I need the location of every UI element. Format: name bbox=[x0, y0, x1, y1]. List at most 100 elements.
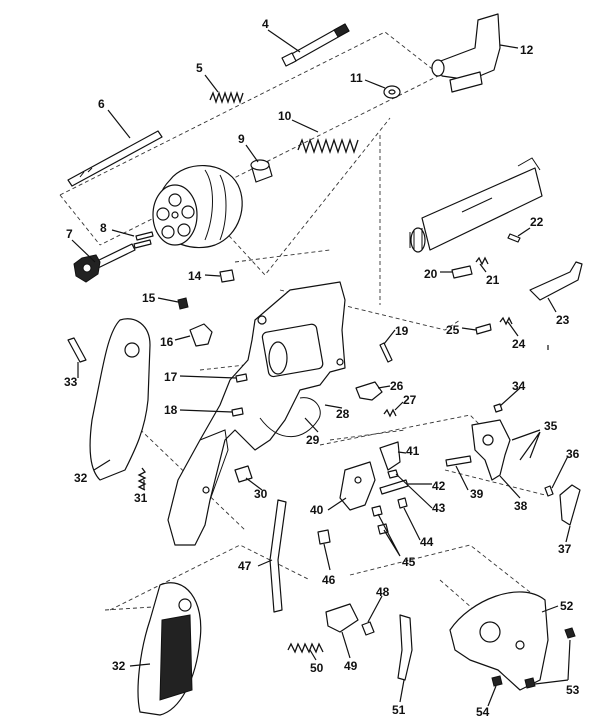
spring-10-part bbox=[297, 137, 359, 155]
label-part-4: 4 bbox=[262, 17, 269, 31]
label-part-39: 39 bbox=[470, 487, 484, 501]
label-part-14: 14 bbox=[188, 269, 202, 283]
label-part-23: 23 bbox=[556, 313, 570, 327]
screw-53b-part bbox=[524, 677, 536, 689]
plunger-25-part bbox=[475, 323, 492, 335]
plunger-20-part bbox=[451, 265, 473, 279]
label-part-52: 52 bbox=[560, 599, 574, 613]
label-part-43: 43 bbox=[432, 501, 446, 515]
label-part-16: 16 bbox=[160, 335, 174, 349]
label-part-42: 42 bbox=[432, 479, 446, 493]
screw-14-part bbox=[219, 269, 235, 283]
label-part-35: 35 bbox=[544, 419, 558, 433]
label-part-8: 8 bbox=[100, 221, 107, 235]
mainspring-47-part bbox=[269, 499, 287, 613]
collar-11-part bbox=[383, 85, 401, 99]
label-part-28: 28 bbox=[336, 407, 350, 421]
label-part-46: 46 bbox=[322, 573, 336, 587]
side-plate-52-part bbox=[449, 591, 549, 691]
label-part-12: 12 bbox=[520, 43, 534, 57]
pin-45a-part bbox=[371, 505, 383, 517]
part-26-part bbox=[355, 381, 383, 401]
extractor-part bbox=[73, 243, 136, 283]
cylinder-part bbox=[152, 165, 243, 249]
pin-19-part bbox=[379, 342, 393, 363]
ejector-rod-part bbox=[281, 23, 350, 67]
label-part-53: 53 bbox=[566, 683, 580, 697]
pin-44-part bbox=[397, 497, 408, 509]
label-part-24: 24 bbox=[512, 337, 526, 351]
part-46-part bbox=[317, 529, 331, 545]
label-part-41: 41 bbox=[406, 444, 420, 458]
label-part-7: 7 bbox=[66, 227, 73, 241]
part-number-labels: 4 5 6 7 8 9 10 11 12 14 15 16 17 18 19 2… bbox=[64, 17, 580, 719]
label-part-40: 40 bbox=[310, 503, 324, 517]
screw-39-part bbox=[445, 455, 472, 467]
pin-18-part bbox=[231, 407, 244, 417]
pin-17-part bbox=[235, 373, 248, 383]
grip-32-upper-part bbox=[89, 318, 151, 481]
yoke-part bbox=[431, 13, 501, 93]
label-part-20: 20 bbox=[424, 267, 438, 281]
label-part-38: 38 bbox=[514, 499, 528, 513]
spring-24-part bbox=[499, 316, 513, 326]
part-49-part bbox=[325, 603, 359, 633]
spring-31-part bbox=[137, 467, 147, 491]
label-part-34: 34 bbox=[512, 379, 526, 393]
label-part-32-upper: 32 bbox=[74, 471, 88, 485]
spring-21-part bbox=[475, 256, 489, 266]
part-41-part bbox=[379, 441, 401, 471]
part-51-part bbox=[397, 614, 413, 681]
label-part-26: 26 bbox=[390, 379, 404, 393]
label-part-47: 47 bbox=[238, 559, 252, 573]
latch-23-part bbox=[529, 261, 583, 301]
label-part-21: 21 bbox=[486, 273, 500, 287]
label-part-15: 15 bbox=[142, 291, 156, 305]
parts-artwork bbox=[67, 13, 583, 716]
spring-50-part bbox=[287, 642, 324, 654]
label-part-44: 44 bbox=[420, 535, 434, 549]
label-part-22: 22 bbox=[530, 215, 544, 229]
label-part-45: 45 bbox=[402, 555, 416, 569]
pin-48-part bbox=[361, 621, 375, 636]
label-part-49: 49 bbox=[344, 659, 358, 673]
frame-part bbox=[167, 281, 346, 546]
leader-lines bbox=[71, 29, 571, 707]
label-part-54: 54 bbox=[476, 705, 490, 719]
label-part-10: 10 bbox=[278, 109, 292, 123]
grip-32-lower-part bbox=[137, 582, 202, 716]
screw-30-part bbox=[234, 465, 253, 483]
hammer-38-part bbox=[471, 419, 511, 481]
label-part-30: 30 bbox=[254, 487, 268, 501]
barrel-part bbox=[409, 157, 543, 253]
label-part-9: 9 bbox=[238, 132, 245, 146]
label-part-37: 37 bbox=[558, 542, 572, 556]
label-part-36: 36 bbox=[566, 447, 580, 461]
label-part-6: 6 bbox=[98, 97, 105, 111]
bolt-16-part bbox=[189, 323, 213, 347]
center-pin-part bbox=[67, 130, 163, 187]
screw-33-part bbox=[67, 337, 87, 363]
label-part-51: 51 bbox=[392, 703, 406, 717]
label-part-18: 18 bbox=[164, 403, 178, 417]
label-part-32-lower: 32 bbox=[112, 659, 126, 673]
pin-37-part bbox=[559, 484, 581, 526]
spring-27-part bbox=[383, 408, 397, 418]
label-part-48: 48 bbox=[376, 585, 390, 599]
spring-15-part bbox=[177, 297, 189, 310]
screw-53a-part bbox=[564, 627, 576, 639]
bushing-9-part bbox=[250, 159, 273, 183]
screw-54-part bbox=[491, 675, 503, 687]
trigger-40-part bbox=[339, 461, 376, 511]
label-part-31: 31 bbox=[134, 491, 148, 505]
label-part-25: 25 bbox=[446, 323, 460, 337]
label-part-17: 17 bbox=[164, 370, 178, 384]
label-part-11: 11 bbox=[350, 71, 363, 85]
pin-36-part bbox=[544, 485, 554, 497]
label-part-50: 50 bbox=[310, 661, 324, 675]
pin-22-part bbox=[507, 233, 521, 243]
spring-5-part bbox=[209, 90, 244, 105]
label-part-19: 19 bbox=[395, 324, 409, 338]
label-part-27: 27 bbox=[403, 393, 417, 407]
